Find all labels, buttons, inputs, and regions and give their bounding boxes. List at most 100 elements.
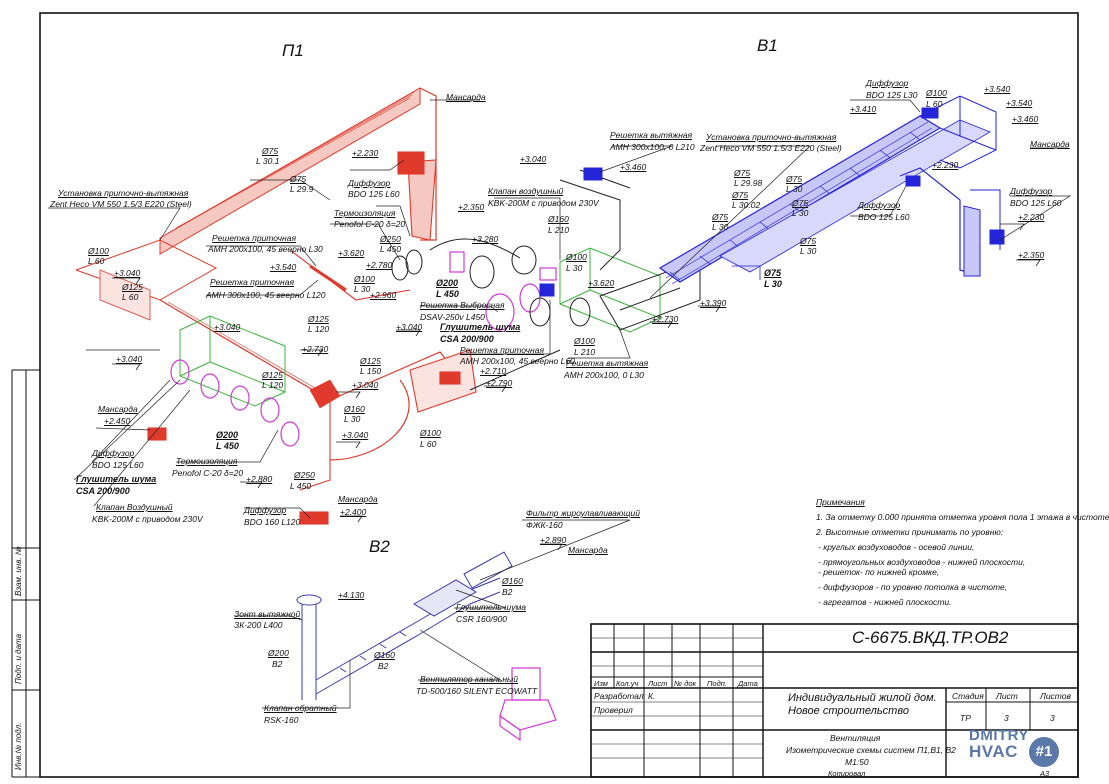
label-length: L 60 <box>122 292 139 302</box>
label-length: L 210 <box>574 347 596 357</box>
tb-sheet-value: 3 <box>1004 713 1009 723</box>
side-stamp-podp: Подп. и дата <box>14 633 23 684</box>
label-unit-title: Установка приточно-вытяжная <box>58 188 189 198</box>
label-length: L 30 <box>354 284 371 294</box>
tb-developer-value: К. <box>648 691 656 701</box>
logo-line2: HVAC <box>969 742 1018 761</box>
label-system-code: B2 <box>272 659 283 669</box>
label-silencer-title: Глушитель шума <box>440 322 521 332</box>
label-length: L 450 <box>380 244 402 254</box>
label-diameter: Ø200 <box>216 430 239 440</box>
label-level: +3.410 <box>850 104 877 114</box>
label-length: L 30 <box>344 414 361 424</box>
label-level: +2.710 <box>480 366 507 376</box>
label-silencer-model: CSR 160/900 <box>456 614 508 624</box>
label-diameter: Ø200 <box>268 648 289 658</box>
label-valve-model: RSK-160 <box>264 715 299 725</box>
label-mansarda: Мансарда <box>446 92 486 102</box>
tb-format: А3 <box>1040 769 1050 778</box>
label-level: +2.780 <box>366 260 393 270</box>
tb-sheets-value: 3 <box>1050 713 1055 723</box>
tb-checker-label: Проверил <box>594 705 633 715</box>
label-level: +3.390 <box>700 298 727 308</box>
label-fan-model: TD-500/160 SILENT ECOWATT <box>416 686 538 696</box>
system-title-p1: П1 <box>282 41 304 60</box>
silencers-flex <box>170 251 557 447</box>
tb-header-data: Дата <box>738 679 758 688</box>
logo-badge: #1 <box>1029 737 1059 767</box>
label-system-code: B2 <box>502 587 513 597</box>
tb-object-line2: Новое строительство <box>788 705 909 717</box>
label-silencer-title: Глушитель шума <box>76 474 157 484</box>
label-diameter: Ø125 <box>308 314 329 324</box>
side-stamp-inv: Инв.№ подл. <box>14 722 23 770</box>
drawing-frame <box>39 12 1079 778</box>
label-unit-title: Установка приточно-вытяжная <box>706 132 837 142</box>
tb-header-podp: Подп. <box>707 679 727 688</box>
label-insulation-model: Penofol C-20 δ=20 <box>172 468 244 478</box>
tb-sheet-label: Лист <box>996 691 1018 701</box>
label-filter-title: Фильтр жироулавливающий <box>526 508 640 518</box>
label-diameter: Ø75 <box>764 268 782 278</box>
label-level: +2.350 <box>1018 250 1045 260</box>
label-diameter: Ø160 <box>502 576 523 586</box>
label-diameter: Ø100 <box>354 274 375 284</box>
label-diffuser-model: BDO 125 L60 <box>858 212 910 222</box>
system-title-v2: В2 <box>369 537 390 556</box>
label-diameter: Ø75 <box>800 236 817 246</box>
label-diameter: Ø125 <box>122 282 143 292</box>
label-length: L 29.9 <box>290 184 314 194</box>
label-diameter: Ø75 <box>792 198 809 208</box>
leader-lines <box>48 99 1072 709</box>
label-diameter: Ø200 <box>436 278 459 288</box>
label-system-code: B2 <box>378 661 389 671</box>
drawing-code: С-6675.ВКД.ТР.ОВ2 <box>852 628 1009 647</box>
v1-exhaust-duct <box>539 95 1005 297</box>
label-level: +3.540 <box>984 84 1011 94</box>
label-length: L 30.02 <box>732 200 761 210</box>
label-fan-title: Вентилятор канальный <box>420 674 518 684</box>
label-length: L 30 <box>792 208 809 218</box>
label-diameter: Ø250 <box>380 234 401 244</box>
label-grille-model: AMH 300x100, 45 веерно L120 <box>206 290 326 300</box>
label-length: L 60 <box>88 256 105 266</box>
label-length: L 30 <box>800 246 817 256</box>
label-grille-model: AMH 200x100, 0 L30 <box>564 370 644 380</box>
label-diffuser-model: BDO 125 L60 <box>1010 198 1062 208</box>
note-line: - круглых воздуховодов - осевой линии, <box>818 542 975 552</box>
label-length: L 29.98 <box>734 178 763 188</box>
tb-header-izm: Изм <box>594 679 608 688</box>
label-diameter: Ø75 <box>732 190 749 200</box>
label-insulation-title: Термоизоляция <box>334 208 396 218</box>
label-length: L 450 <box>436 289 459 299</box>
label-length: L 30 <box>786 184 803 194</box>
label-silencer-model: CSA 200/900 <box>440 334 494 344</box>
tb-stage-value: ТР <box>960 713 971 723</box>
label-level: +2.890 <box>540 535 567 545</box>
label-level: +3.540 <box>270 262 297 272</box>
label-level: +3.040 <box>352 380 379 390</box>
label-silencer-title: Глушитель шума <box>456 602 526 612</box>
label-diameter: Ø160 <box>374 650 395 660</box>
label-diameter: Ø250 <box>294 470 315 480</box>
label-valve-title: Клапан воздушный <box>488 186 564 196</box>
label-unit-model: Zent Heco VM 550 1.5/3 E220 (Steel) <box>700 143 842 153</box>
label-level: +3.280 <box>472 234 499 244</box>
label-level: +3.040 <box>114 268 141 278</box>
side-stamp-vzam: Взам. инв. № <box>14 546 23 596</box>
label-level: +2.730 <box>302 344 329 354</box>
label-mansarda: Мансарда <box>568 545 608 555</box>
label-level: +3.040 <box>116 354 143 364</box>
label-length: L 450 <box>216 441 239 451</box>
note-line: 1. За отметку 0.000 принята отметка уров… <box>816 512 1109 522</box>
label-level: +2.790 <box>486 378 513 388</box>
label-level: +3.040 <box>342 430 369 440</box>
note-line: - агрегатов - нижней плоскости. <box>818 597 952 607</box>
tb-sheet-title1: Вентиляция <box>830 733 881 743</box>
label-diameter: Ø100 <box>574 336 595 346</box>
note-line: - решеток- по нижней кромке, <box>818 567 940 577</box>
note-line: - прямоугольных воздуховодов - нижней пл… <box>818 557 1026 567</box>
label-level: +4.130 <box>338 590 365 600</box>
